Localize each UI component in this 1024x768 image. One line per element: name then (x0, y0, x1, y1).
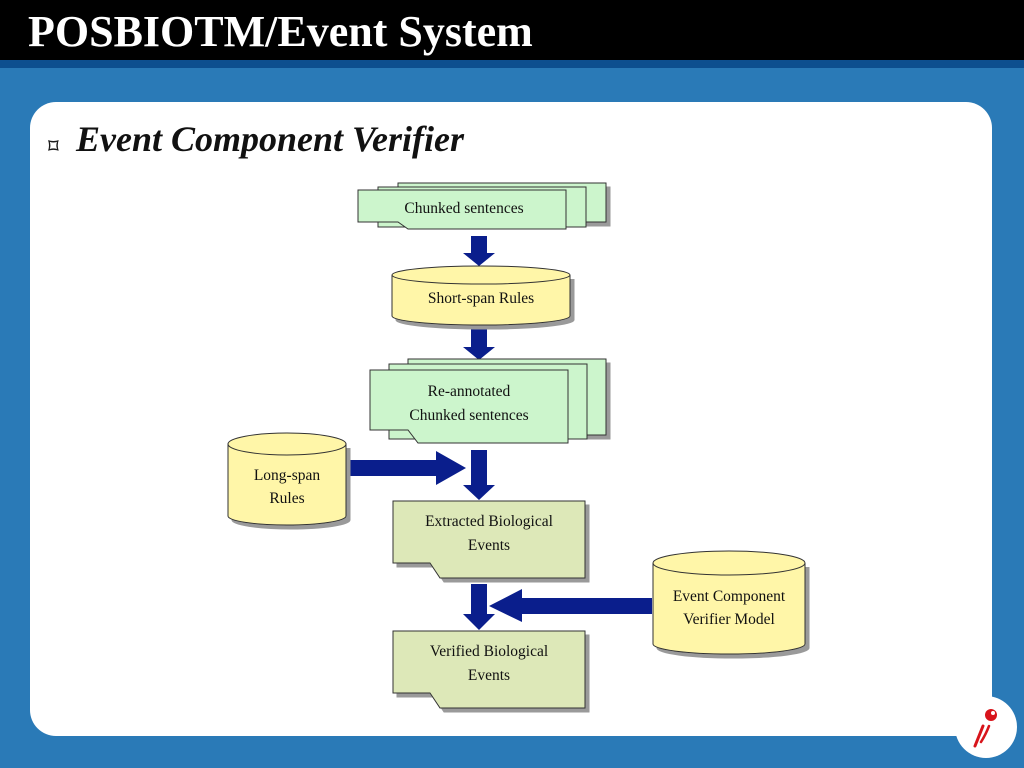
arrow-short-rules-to-reannotated (463, 323, 495, 360)
arrow-chunked-to-short-rules (463, 236, 495, 266)
cylinder-body (227, 444, 347, 526)
node-verified-events: Verified Biological Events (392, 630, 586, 709)
logo (955, 696, 1017, 758)
arrow-long-rules-to-extracted (346, 451, 466, 485)
node-label-line1: Extracted Biological (425, 513, 553, 530)
arrow-extracted-to-verified (463, 584, 495, 630)
node-verifier-model: Event Component Verifier Model (652, 550, 806, 655)
cylinder-top (652, 550, 806, 576)
node-label-line2: Chunked sentences (409, 407, 528, 424)
node-reannotated-sentences: Re-annotated Chunked sentences (369, 358, 607, 444)
document-shape (392, 500, 586, 579)
cylinder-body (652, 563, 806, 655)
node-label-line2: Verifier Model (683, 611, 775, 628)
node-label-line1: Verified Biological (430, 643, 548, 660)
cylinder-top (391, 265, 571, 285)
node-chunked-sentences: Chunked sentences (357, 182, 607, 230)
arrows (346, 236, 652, 630)
slide-title: POSBIOTM/Event System (28, 7, 533, 56)
bullet-icon: ⌑ (48, 134, 59, 158)
node-extracted-events: Extracted Biological Events (392, 500, 586, 579)
title-underline (0, 60, 1024, 68)
node-label-line1: Event Component (673, 588, 786, 605)
node-label: Chunked sentences (404, 200, 523, 217)
document-shape (392, 630, 586, 709)
node-label-line1: Long-span (254, 467, 321, 484)
node-label: Short-span Rules (428, 290, 534, 307)
doc-stack-front (369, 369, 569, 444)
node-label-line2: Rules (269, 490, 304, 507)
title-bar (0, 0, 1024, 60)
arrow-reannotated-to-extracted (463, 450, 495, 500)
cylinder-body (391, 275, 571, 326)
node-short-span-rules: Short-span Rules (391, 265, 571, 326)
node-long-span-rules: Long-span Rules (227, 432, 347, 526)
section-heading: Event Component Verifier (76, 119, 465, 159)
arrow-verifier-model-to-verified (489, 589, 652, 622)
doc-stack-front (357, 189, 567, 230)
node-label-line1: Re-annotated (428, 383, 511, 400)
node-label-line2: Events (468, 667, 510, 684)
cylinder-top (227, 432, 347, 456)
logo-icon (973, 709, 997, 748)
node-label-line2: Events (468, 537, 510, 554)
